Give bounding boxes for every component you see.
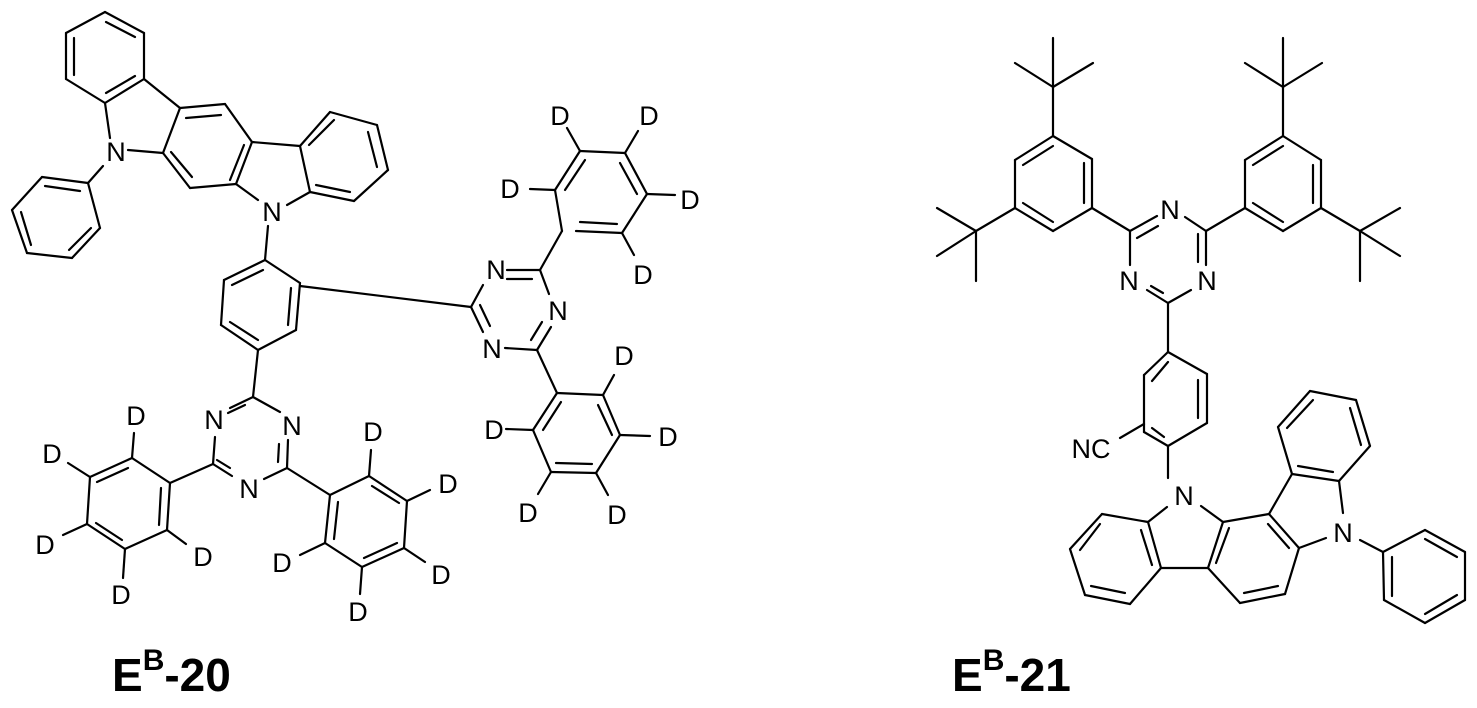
atom-n: N <box>1160 195 1180 225</box>
atom-d: D <box>484 415 504 445</box>
eb21-aryl-left <box>935 36 1095 283</box>
atom-d: D <box>614 341 634 371</box>
atom-d: D <box>438 469 458 499</box>
atom-d: D <box>607 500 627 530</box>
label-letter: E <box>112 649 143 701</box>
eb20-triazine-right <box>469 268 553 352</box>
atom-cyano: NC <box>1072 434 1111 464</box>
eb20-d5-phenyl-lower <box>504 373 652 497</box>
atom-d: D <box>35 530 55 560</box>
label-superscript: B <box>142 644 165 677</box>
atom-n: N <box>1119 266 1139 296</box>
eb20-n-phenyl <box>10 175 102 260</box>
label-superscript: B <box>982 644 1005 677</box>
eb21-triazine <box>1090 206 1247 354</box>
atom-d: D <box>633 260 653 290</box>
eb20-central-ring <box>161 102 254 190</box>
compound-label-eb20: EB-20 <box>112 644 231 702</box>
eb20-atom-labels: N N N N N N N N D D D D D D D D D D D D … <box>35 101 700 627</box>
eb20-d5-phenyl-lower-left <box>61 431 188 580</box>
atom-n: N <box>1174 481 1194 511</box>
atom-n: N <box>239 474 259 504</box>
eb20-d5-phenyl-lower-right <box>298 448 432 596</box>
atom-d: D <box>272 548 292 578</box>
atom-d: D <box>363 417 383 447</box>
atom-d: D <box>431 560 451 590</box>
atom-d: D <box>193 542 213 572</box>
atom-n: N <box>1333 518 1353 548</box>
eb20-structure <box>10 10 677 596</box>
atom-d: D <box>111 580 131 610</box>
atom-n: N <box>1197 266 1217 296</box>
eb20-benzene-top-left <box>64 10 146 105</box>
eb20-d5-phenyl-upper <box>528 126 677 257</box>
atom-d: D <box>348 597 368 627</box>
label-number: -20 <box>164 649 231 701</box>
atom-n: N <box>482 334 502 364</box>
atom-d: D <box>680 185 700 215</box>
atom-d: D <box>126 401 146 431</box>
atom-n: N <box>548 296 568 326</box>
eb20-triazine-lower <box>211 395 290 481</box>
atom-n: N <box>106 137 126 167</box>
eb21-atom-labels: N N N NC N N <box>1072 195 1353 548</box>
atom-d: D <box>550 101 570 131</box>
atom-n: N <box>486 255 506 285</box>
atom-n: N <box>204 405 224 435</box>
eb20-phenylene <box>219 258 302 352</box>
atom-d: D <box>500 174 520 204</box>
label-number: -21 <box>1004 649 1071 701</box>
eb21-indolocarbazole <box>1068 389 1467 625</box>
eb21-structure <box>935 36 1467 625</box>
atom-d: D <box>639 101 659 131</box>
atom-d: D <box>518 498 538 528</box>
eb21-cyanophenyl <box>1118 350 1209 480</box>
label-letter: E <box>952 649 983 701</box>
atom-d: D <box>658 422 678 452</box>
eb20-benzene-top-right <box>298 110 390 203</box>
eb21-aryl-right <box>1243 36 1402 283</box>
atom-n: N <box>262 197 282 227</box>
atom-n: N <box>282 411 302 441</box>
atom-d: D <box>42 439 62 469</box>
compound-label-eb21: EB-21 <box>952 644 1071 702</box>
